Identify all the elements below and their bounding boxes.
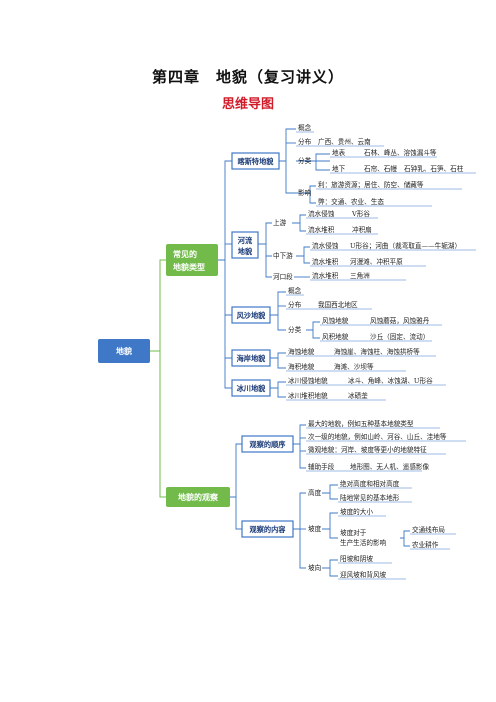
river-label-a: 河流 xyxy=(238,236,253,245)
desert-node xyxy=(231,306,271,324)
glacier-erosion-value: 冰斗、角峰、冰蚀湖、U形谷 xyxy=(348,376,433,385)
order-node xyxy=(241,435,294,453)
order-item-1: 最大的地貌，例如五种基本地貌类型 xyxy=(308,419,414,428)
karst-classify: 分类 xyxy=(298,156,312,165)
desert-classify: 分类 xyxy=(288,325,302,334)
river-estuary-deposit-value: 三角洲 xyxy=(350,271,370,280)
karst-surface-value: 石林、峰丛、溶蚀漏斗等 xyxy=(364,148,437,157)
order-item-3: 微观地貌：河岸、坡度等更小的地貌特征 xyxy=(308,445,427,454)
branch-landform-types-line1: 常见的 xyxy=(173,249,197,259)
order-label: 观察的顺序 xyxy=(250,440,287,449)
karst-con: 弊：交通、农业、生态 xyxy=(318,197,384,206)
river-upper-erosion-value: V形谷 xyxy=(351,209,370,218)
karst-surface: 地表 xyxy=(332,148,346,157)
content-slope: 坡度 xyxy=(308,524,322,533)
river-upper-deposit-value: 冲积扇 xyxy=(352,225,372,234)
content-node xyxy=(241,520,294,538)
coast-node xyxy=(231,349,271,367)
desert-concept: 概念 xyxy=(288,286,302,295)
desert-deposit: 风积地貌 xyxy=(322,332,349,341)
page-title: 第四章 地貌（复习讲义） xyxy=(151,68,344,86)
coast-label: 海岸地貌 xyxy=(237,354,267,363)
river-estuary: 河口段 xyxy=(273,272,293,281)
glacier-label: 冰川地貌 xyxy=(237,384,267,393)
river-middle-deposit-value: 河漫滩、冲积平原 xyxy=(350,257,403,266)
river-middle-deposit: 流水堆积 xyxy=(312,257,339,266)
desert-erosion: 风蚀地貌 xyxy=(322,316,349,325)
root-node xyxy=(98,339,150,363)
branch-observation xyxy=(166,487,230,507)
content-height-a: 绝对高度和相对高度 xyxy=(340,479,400,488)
branch-landform-types xyxy=(166,244,218,276)
content-slope-b-x: 交通线布局 xyxy=(412,525,445,534)
content-slope-b-y: 农业耕作 xyxy=(412,540,439,549)
order-tools-value: 地形图、无人机、遥感影像 xyxy=(350,462,430,471)
karst-pro: 利：旅游资源；居住、防空、储藏等 xyxy=(318,180,424,189)
glacier-erosion: 冰川侵蚀地貌 xyxy=(288,376,328,385)
root-label: 地貌 xyxy=(116,346,132,356)
river-upper-erosion: 流水侵蚀 xyxy=(308,209,335,218)
order-item-2: 次一级的地貌，例如山岭、河谷、山丘、洼地等 xyxy=(308,432,447,441)
river-estuary-deposit: 流水堆积 xyxy=(312,271,339,280)
river-label-b: 地貌 xyxy=(238,247,253,256)
karst-underground-value-a: 石帘、石幔 xyxy=(364,164,397,173)
river-node xyxy=(231,231,259,259)
content-height: 高度 xyxy=(308,488,322,497)
karst-distribution-value: 广西、贵州、云南 xyxy=(318,137,371,146)
order-tools: 辅助手段 xyxy=(308,462,335,471)
river-middle: 中下游 xyxy=(273,251,293,260)
desert-erosion-value: 风蚀蘑菇，风蚀雅丹 xyxy=(370,316,430,325)
river-middle-erosion-value: U形谷；河曲（裁弯取直——牛轭湖） xyxy=(350,241,461,250)
content-aspect: 坡向 xyxy=(308,563,321,572)
desert-distribution: 分布 xyxy=(288,300,302,309)
branch-observation-label: 地貌的观察 xyxy=(178,492,219,502)
content-height-b: 陆地常见的基本地形 xyxy=(340,493,400,502)
glacier-deposit-value: 冰碛垄 xyxy=(348,391,368,400)
content-slope-b-2: 生产生活的影响 xyxy=(340,538,387,547)
karst-concept: 概念 xyxy=(298,123,312,132)
river-upper: 上游 xyxy=(273,218,287,227)
content-aspect-b: 迎风坡和背风坡 xyxy=(340,570,387,579)
coast-erosion-value: 海蚀崖、海蚀柱、海蚀拱桥等 xyxy=(334,347,420,356)
desert-label: 风沙地貌 xyxy=(237,311,267,320)
desert-distribution-value: 我国西北地区 xyxy=(318,300,358,309)
karst-label: 喀斯特地貌 xyxy=(238,157,275,166)
karst-distribution: 分布 xyxy=(298,137,312,146)
content-label: 观察的内容 xyxy=(250,525,287,534)
content-slope-b-1: 坡度对于 xyxy=(340,528,367,537)
river-upper-deposit: 流水堆积 xyxy=(308,225,335,234)
glacier-node xyxy=(231,379,271,397)
karst-node xyxy=(231,152,280,170)
page-subtitle: 思维导图 xyxy=(221,97,274,112)
content-aspect-a: 阳坡和阴坡 xyxy=(340,554,373,563)
glacier-deposit: 冰川堆积地貌 xyxy=(288,391,328,400)
karst-underground: 地下 xyxy=(332,164,346,173)
content-slope-a: 坡度的大小 xyxy=(340,507,373,516)
desert-deposit-value: 沙丘（固定、流动） xyxy=(370,332,429,341)
coast-deposit-value: 海滩、沙坝等 xyxy=(334,362,374,371)
karst-underground-value: 石钟乳、石笋、石柱 xyxy=(404,164,464,173)
coast-erosion: 海蚀地貌 xyxy=(288,347,315,356)
branch-landform-types-line2: 地貌类型 xyxy=(173,262,205,272)
coast-deposit: 海积地貌 xyxy=(288,362,315,371)
river-middle-erosion: 流水侵蚀 xyxy=(312,241,339,250)
karst-influence: 影响 xyxy=(298,188,312,197)
